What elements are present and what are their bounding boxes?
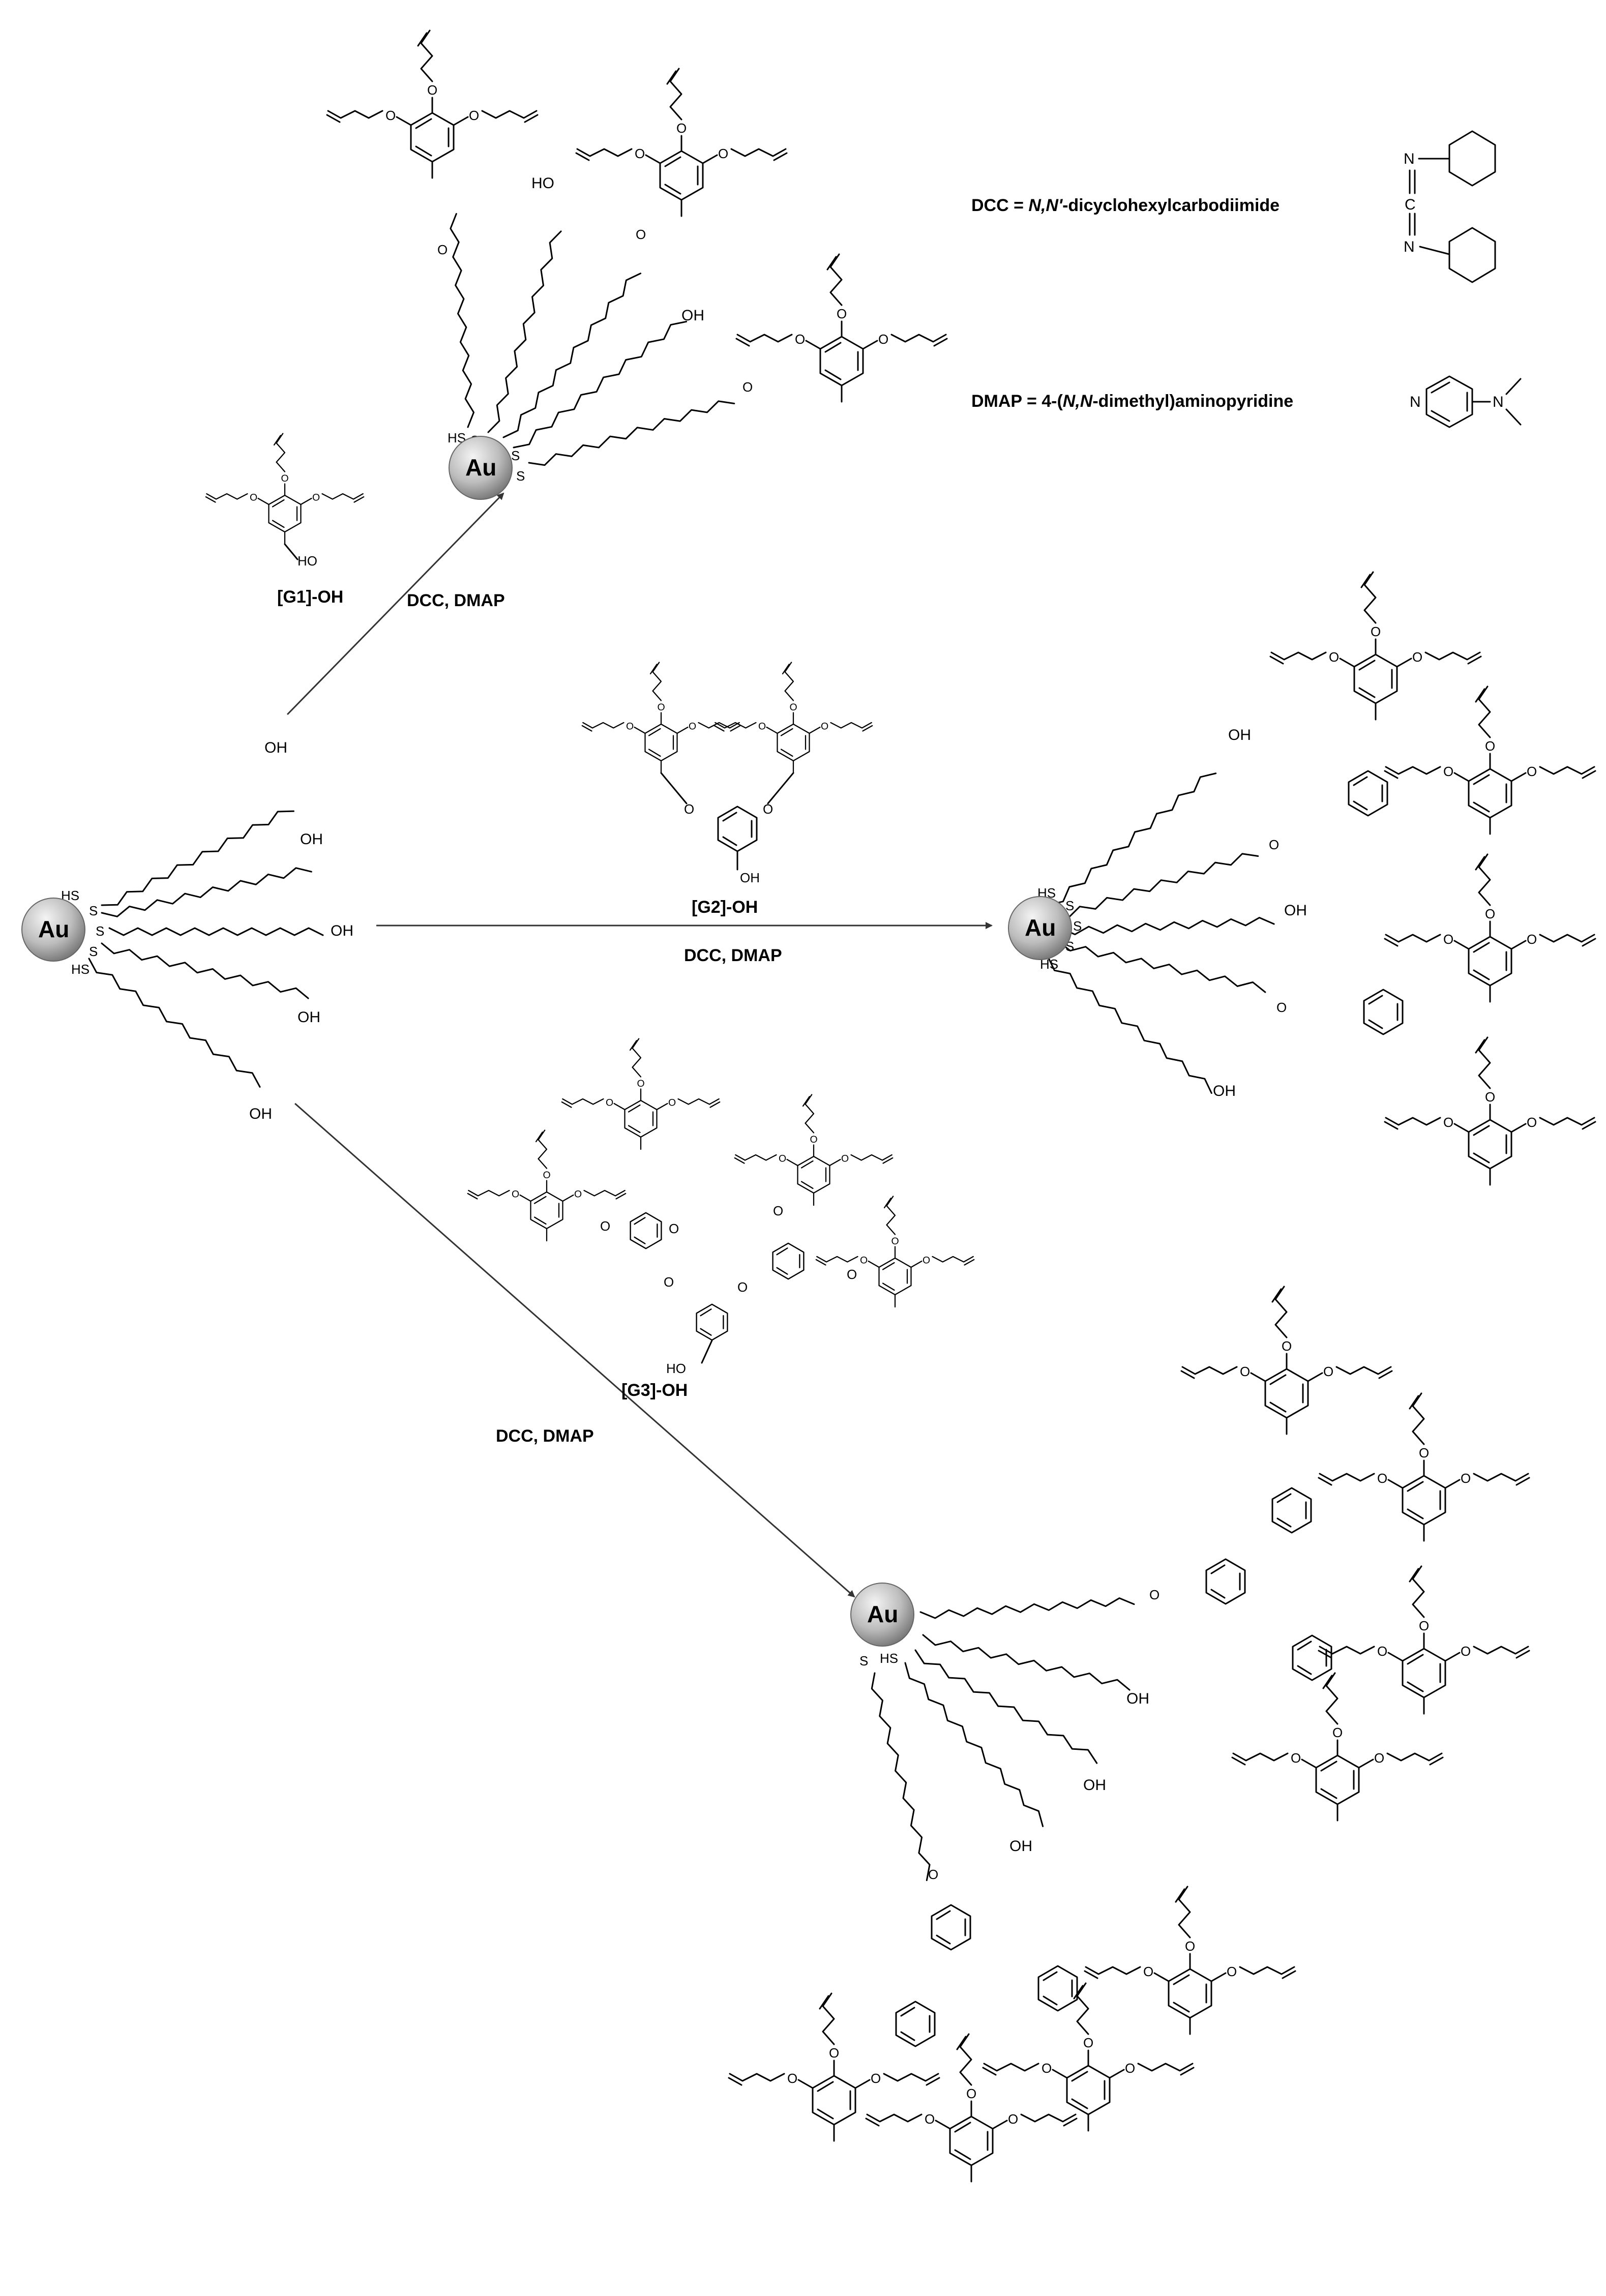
dcc-structure: N C N <box>1404 130 1496 283</box>
svg-text:N: N <box>1493 394 1504 410</box>
svg-text:O: O <box>437 242 448 257</box>
svg-text:O: O <box>928 1867 938 1882</box>
svg-text:C: C <box>1405 196 1416 213</box>
svg-text:O: O <box>773 1203 783 1218</box>
svg-text:S: S <box>1073 918 1082 934</box>
au-g2: Au <box>1025 914 1056 941</box>
svg-text:O: O <box>847 1267 857 1282</box>
au-g3: Au <box>867 1601 898 1627</box>
svg-text:O: O <box>636 227 646 242</box>
start-material: OH OH OH OH OH HS S S S HS Au <box>21 739 353 1122</box>
svg-text:S: S <box>516 468 525 484</box>
reagents-g3: DCC, DMAP <box>496 1426 594 1446</box>
svg-text:OH: OH <box>1009 1838 1032 1855</box>
reagents-g1: DCC, DMAP <box>407 591 505 610</box>
svg-text:N: N <box>1404 238 1415 255</box>
svg-text:OH: OH <box>298 1009 320 1026</box>
svg-text:HS: HS <box>880 1651 898 1666</box>
g2-oh-structure: O O OH <box>581 662 873 885</box>
svg-text:S: S <box>859 1653 868 1668</box>
svg-text:O: O <box>1276 1000 1287 1015</box>
g3-oh-label: [G3]-OH <box>621 1381 688 1400</box>
svg-text:OH: OH <box>681 307 704 324</box>
reaction-arrows <box>286 492 993 1598</box>
arrow-to-g1 <box>286 492 504 715</box>
g1-oh-structure: HO <box>205 433 365 569</box>
svg-text:HO: HO <box>298 553 317 569</box>
svg-text:OH: OH <box>331 922 353 939</box>
svg-text:O: O <box>669 1221 679 1236</box>
svg-text:OH: OH <box>1083 1777 1106 1794</box>
svg-text:N: N <box>1410 394 1421 410</box>
au-start: Au <box>38 916 69 942</box>
svg-text:OH: OH <box>249 1106 272 1122</box>
svg-text:O: O <box>684 801 694 817</box>
svg-text:S: S <box>511 448 520 463</box>
product-g3: OH OH OH O O S S HS S Au <box>728 1286 1530 2183</box>
svg-text:S: S <box>89 903 98 918</box>
svg-text:S: S <box>1065 898 1074 913</box>
svg-text:O: O <box>763 801 773 817</box>
legend-dmap: DMAP = 4-(N,N-dimethyl)aminopyridine <box>971 392 1293 411</box>
svg-text:N: N <box>1404 151 1415 167</box>
svg-text:OH: OH <box>264 739 287 756</box>
product-g1: HO OH O O O HS S S S Au <box>326 29 948 500</box>
reagents-g2: DCC, DMAP <box>684 946 782 965</box>
svg-text:S: S <box>89 944 98 959</box>
arrow-to-g3 <box>294 1102 855 1598</box>
legend: DCC = N,N'-dicyclohexylcarbodiimide DMAP… <box>971 130 1522 428</box>
svg-text:HO: HO <box>666 1361 686 1376</box>
svg-text:OH: OH <box>740 870 760 885</box>
svg-text:O: O <box>737 1279 748 1295</box>
product-g2: OH OH OH O O HS S S S HS Au <box>1008 571 1596 1186</box>
svg-text:O: O <box>1149 1587 1159 1602</box>
svg-text:OH: OH <box>1228 727 1251 743</box>
svg-text:OH: OH <box>1213 1083 1236 1099</box>
g3-oh-structure: O O O O O O HO <box>467 1038 975 1376</box>
svg-text:O: O <box>742 379 753 395</box>
svg-text:HO: HO <box>531 175 554 192</box>
svg-text:OH: OH <box>1126 1690 1149 1707</box>
svg-text:O: O <box>664 1274 674 1290</box>
svg-text:OH: OH <box>1284 902 1307 919</box>
g1-oh-label: [G1]-OH <box>277 587 343 607</box>
svg-text:OH: OH <box>300 831 323 848</box>
dmap-structure: N N <box>1410 375 1522 428</box>
svg-text:S: S <box>96 923 104 939</box>
legend-dcc: DCC = N,N'-dicyclohexylcarbodiimide <box>971 196 1280 215</box>
au-g1: Au <box>465 454 496 481</box>
svg-text:O: O <box>600 1218 610 1234</box>
svg-text:HS: HS <box>71 962 90 977</box>
g2-oh-label: [G2]-OH <box>692 898 758 917</box>
svg-text:O: O <box>1269 837 1279 852</box>
